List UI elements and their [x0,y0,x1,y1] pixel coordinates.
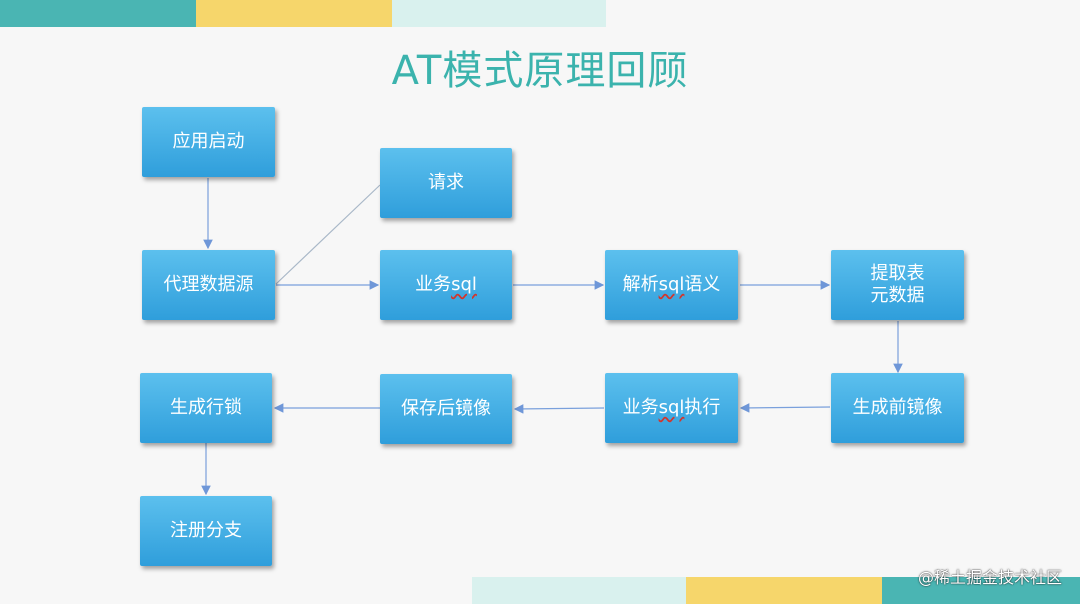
node-sql-execute-label: 业务sql执行 [622,397,721,418]
node-proxy-datasource-label: 代理数据源 [163,274,254,295]
bottom-bar-yellow [686,577,882,604]
page-title: AT模式原理回顾 [391,48,689,94]
node-business-sql-label: 业务sql [415,274,477,295]
node-row-lock-label: 生成行锁 [170,397,242,418]
line-request-to-proxy [275,184,381,285]
node-sql-execute: 业务sql执行 [605,373,738,443]
node-app-start-label: 应用启动 [172,131,245,152]
node-register-branch: 注册分支 [140,496,272,566]
node-extract-metadata-label: 提取表 元数据 [870,263,925,306]
arrow-execute-to-after-image [513,404,605,414]
bottom-bar-teal [882,577,1080,604]
watermark: @稀土掘金技术社区 [917,568,1062,587]
node-before-image-label: 生成前镜像 [852,397,943,418]
top-bar-teal [0,0,196,27]
node-before-image: 生成前镜像 [831,373,964,443]
node-after-image: 保存后镜像 [380,374,512,444]
top-bar-mint [392,0,606,27]
node-app-start: 应用启动 [142,107,275,177]
arrow-before-image-to-execute [739,403,831,413]
node-extract-metadata: 提取表 元数据 [831,250,964,320]
node-request: 请求 [380,148,512,218]
node-register-branch-label: 注册分支 [170,520,242,541]
node-row-lock: 生成行锁 [140,373,272,443]
top-bar-yellow [196,0,392,27]
node-proxy-datasource: 代理数据源 [142,250,275,320]
bottom-bar-mint [472,577,686,604]
node-request-label: 请求 [428,172,464,193]
node-after-image-label: 保存后镜像 [401,398,491,419]
node-parse-sql-label: 解析sql语义 [622,274,721,295]
node-business-sql: 业务sql [380,250,512,320]
node-parse-sql: 解析sql语义 [605,250,738,320]
